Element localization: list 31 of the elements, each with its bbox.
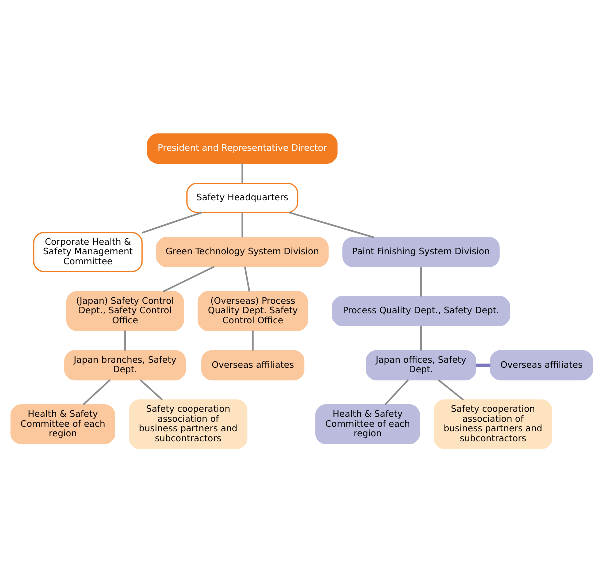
node-box: Japan offices, Safety Dept. <box>366 350 476 381</box>
node-box: Process Quality Dept., Safety Dept. <box>332 296 510 326</box>
node-box: Overseas affiliates <box>490 350 594 381</box>
connector <box>384 380 409 406</box>
node-box: Japan branches, Safety Dept. <box>64 350 186 381</box>
node-box: Safety Headquarters <box>186 182 299 214</box>
connector <box>242 163 244 184</box>
node-box: President and Representative Director <box>147 134 338 164</box>
node-box: Overseas affiliates <box>202 350 305 381</box>
connector <box>476 364 491 368</box>
node-box: (Japan) Safety Control Dept., Safety Control Office <box>66 291 184 332</box>
node-box: Paint Finishing System Division <box>342 237 500 268</box>
connector <box>163 266 215 293</box>
node-box: Health & Safety Committee of each region <box>10 404 116 445</box>
node-box: Green Technology System Division <box>156 237 329 268</box>
connector <box>124 330 126 351</box>
node-box: Safety cooperation association of business partners and subcontractors <box>129 400 248 450</box>
connector <box>244 266 250 292</box>
connector <box>242 212 244 238</box>
connector <box>142 212 202 234</box>
connector <box>420 267 422 297</box>
node-box: (Overseas) Process Quality Dept. Safety Control Office <box>198 291 308 332</box>
node-box: Corporate Health & Safety Management Committee <box>33 232 143 272</box>
connector <box>438 380 464 401</box>
node-box: Health & Safety Committee of each region <box>316 404 420 445</box>
connector <box>289 212 375 238</box>
node-box: Safety cooperation association of business partners and subcontractors <box>434 400 552 450</box>
connector <box>140 380 163 401</box>
connector <box>420 326 422 351</box>
connector <box>82 380 111 406</box>
connector <box>252 330 254 351</box>
